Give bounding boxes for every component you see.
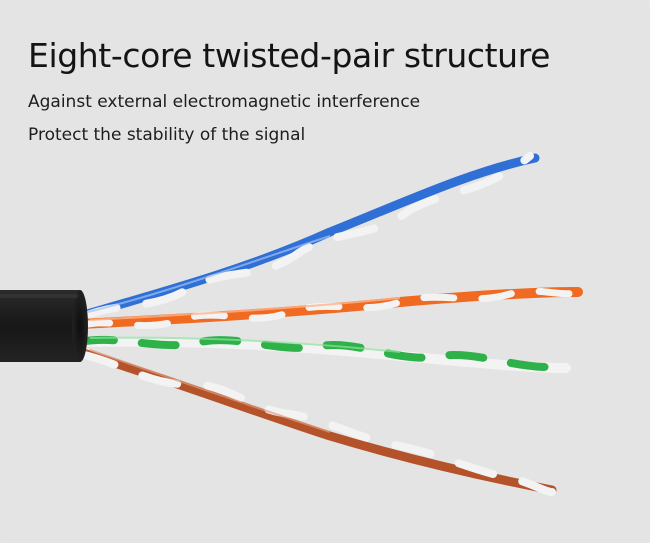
feature-line-1: Against external electromagnetic interfe… bbox=[28, 92, 421, 112]
banner-title: Eight-core twisted-pair structure bbox=[28, 36, 551, 75]
wire-pair-blue bbox=[75, 152, 540, 322]
feature-line-2: Protect the stability of the signal bbox=[28, 125, 306, 145]
cable-jacket bbox=[0, 290, 88, 362]
wire-pair-green bbox=[75, 335, 571, 373]
wire-pair-brown bbox=[75, 347, 557, 496]
wire-pair-orange bbox=[75, 287, 583, 330]
